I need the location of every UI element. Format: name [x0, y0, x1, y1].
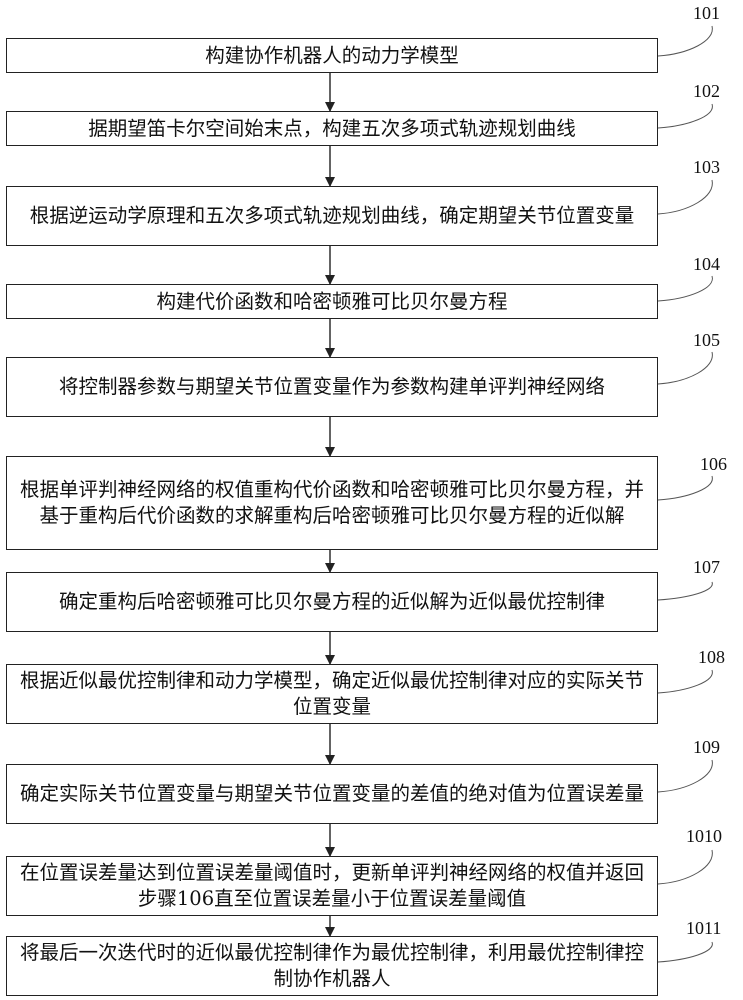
label-leader-line — [658, 180, 712, 214]
step-108-label: 108 — [698, 647, 725, 668]
label-leader-line — [658, 26, 712, 56]
step-103-box: 根据逆运动学原理和五次多项式轨迹规划曲线，确定期望关节位置变量 — [6, 186, 658, 246]
step-1010-box: 在位置误差量达到位置误差量阈值时，更新单评判神经网络的权值并返回步骤106直至位… — [6, 856, 658, 916]
step-106-label: 106 — [700, 454, 727, 475]
step-101-box: 构建协作机器人的动力学模型 — [6, 38, 658, 73]
step-101-text: 构建协作机器人的动力学模型 — [205, 43, 459, 69]
step-108-text: 根据近似最优控制律和动力学模型，确定近似最优控制律对应的实际关节位置变量 — [13, 668, 651, 720]
step-1011-text: 将最后一次迭代时的近似最优控制律作为最优控制律，利用最优控制律控制协作机器人 — [13, 940, 651, 992]
label-leader-line — [658, 104, 712, 128]
label-leader-line — [658, 352, 712, 384]
step-105-label: 105 — [693, 330, 720, 351]
step-1011-box: 将最后一次迭代时的近似最优控制律作为最优控制律，利用最优控制律控制协作机器人 — [6, 936, 658, 996]
step-104-box: 构建代价函数和哈密顿雅可比贝尔曼方程 — [6, 284, 658, 319]
step-107-box: 确定重构后哈密顿雅可比贝尔曼方程的近似解为近似最优控制律 — [6, 572, 658, 632]
label-leader-line — [658, 582, 712, 600]
step-104-text: 构建代价函数和哈密顿雅可比贝尔曼方程 — [156, 289, 507, 315]
step-107-label: 107 — [693, 557, 720, 578]
step-107-text: 确定重构后哈密顿雅可比贝尔曼方程的近似解为近似最优控制律 — [59, 589, 605, 615]
label-leader-line — [658, 942, 712, 962]
step-105-box: 将控制器参数与期望关节位置变量作为参数构建单评判神经网络 — [6, 357, 658, 417]
label-leader-line — [658, 276, 712, 301]
label-leader-line — [658, 670, 712, 693]
step-109-box: 确定实际关节位置变量与期望关节位置变量的差值的绝对值为位置误差量 — [6, 764, 658, 824]
step-1011-label: 1011 — [686, 918, 721, 939]
label-leader-line — [658, 760, 712, 792]
step-108-box: 根据近似最优控制律和动力学模型，确定近似最优控制律对应的实际关节位置变量 — [6, 664, 658, 724]
step-1010-text: 在位置误差量达到位置误差量阈值时，更新单评判神经网络的权值并返回步骤106直至位… — [13, 860, 651, 912]
step-103-label: 103 — [693, 157, 720, 178]
label-leader-line — [658, 476, 712, 500]
step-109-text: 确定实际关节位置变量与期望关节位置变量的差值的绝对值为位置误差量 — [20, 781, 644, 807]
step-109-label: 109 — [693, 737, 720, 758]
step-1010-label: 1010 — [686, 826, 722, 847]
step-102-text: 据期望笛卡尔空间始末点，构建五次多项式轨迹规划曲线 — [88, 116, 576, 142]
step-102-box: 据期望笛卡尔空间始末点，构建五次多项式轨迹规划曲线 — [6, 111, 658, 146]
step-103-text: 根据逆运动学原理和五次多项式轨迹规划曲线，确定期望关节位置变量 — [30, 203, 635, 229]
step-101-label: 101 — [693, 3, 720, 24]
step-106-box: 根据单评判神经网络的权值重构代价函数和哈密顿雅可比贝尔曼方程，并基于重构后代价函… — [6, 456, 658, 550]
step-106-text: 根据单评判神经网络的权值重构代价函数和哈密顿雅可比贝尔曼方程，并基于重构后代价函… — [13, 477, 651, 529]
step-102-label: 102 — [693, 81, 720, 102]
label-leader-line — [658, 850, 712, 884]
step-105-text: 将控制器参数与期望关节位置变量作为参数构建单评判神经网络 — [59, 374, 605, 400]
step-104-label: 104 — [693, 254, 720, 275]
